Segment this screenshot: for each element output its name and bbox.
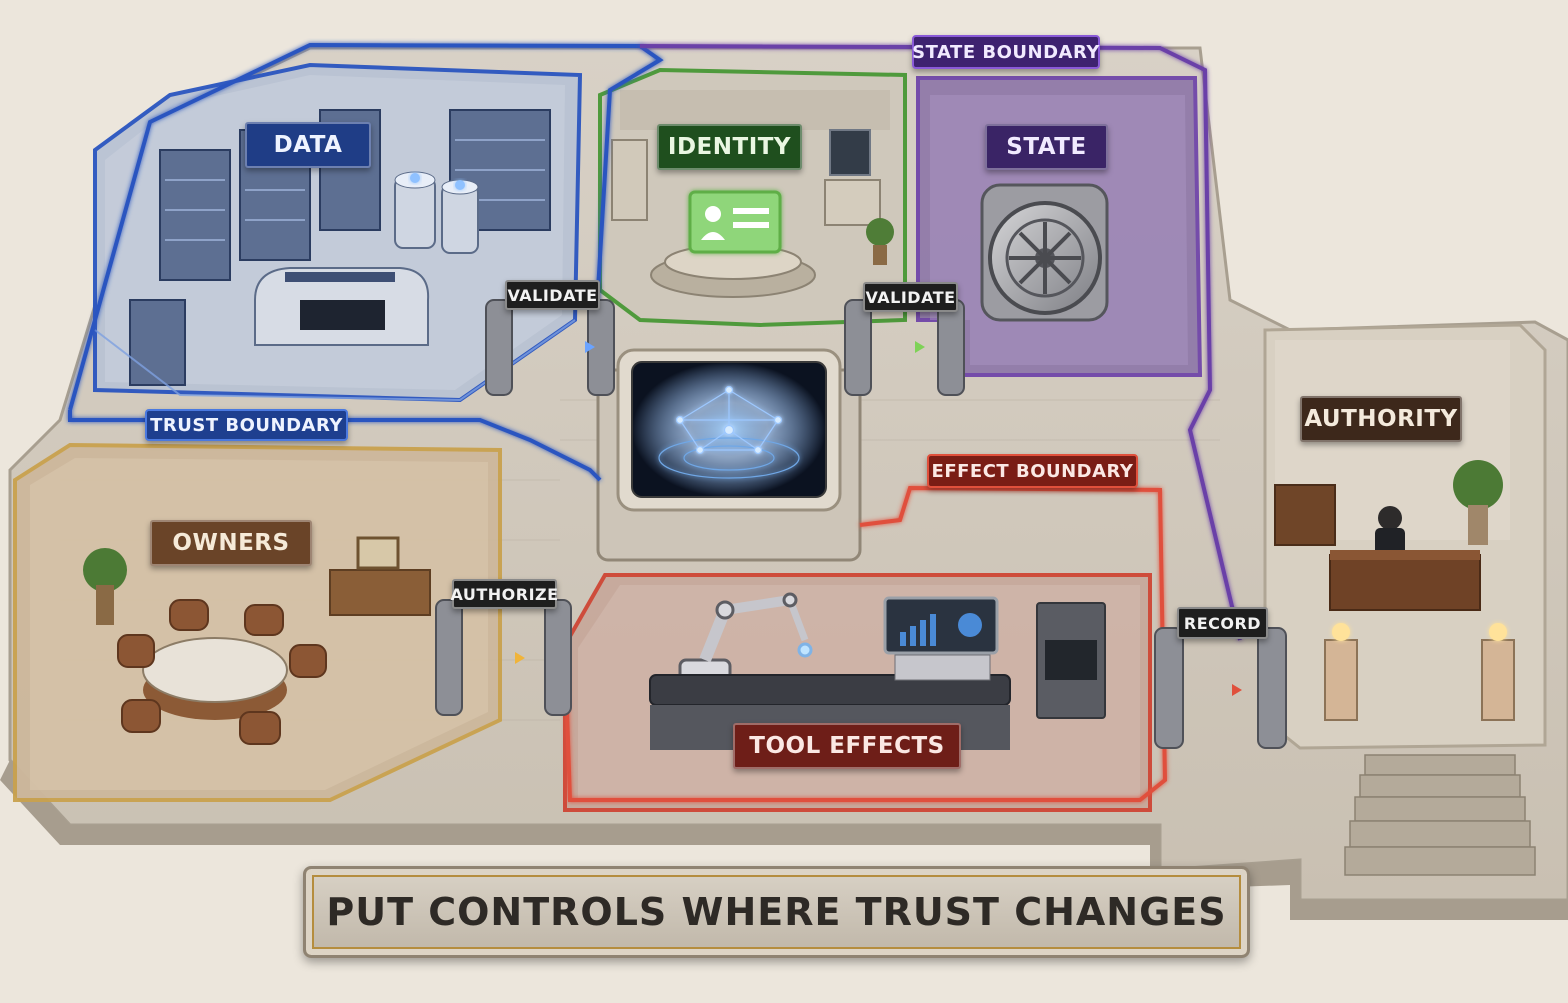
network-graph-icon <box>658 385 800 479</box>
dashboard-monitor-icon <box>883 596 999 681</box>
desk-with-official <box>1329 506 1481 611</box>
vault-icon <box>980 183 1109 322</box>
owners-room <box>13 442 502 802</box>
boundary-label-trust: TRUST BOUNDARY <box>145 409 348 441</box>
gate-record <box>1154 627 1287 749</box>
boundary-label-state: STATE BOUNDARY <box>912 35 1100 69</box>
storage-drums <box>394 171 479 254</box>
room-label-identity: IDENTITY <box>657 124 802 170</box>
central-core <box>596 348 862 562</box>
tool-effects-room <box>563 573 1152 812</box>
meeting-table <box>117 599 327 745</box>
gate-validate-right <box>844 299 965 396</box>
control-console <box>254 267 430 346</box>
room-label-data: DATA <box>245 122 371 168</box>
gate-label-validate-left: VALIDATE <box>505 280 600 310</box>
gate-label-authorize: AUTHORIZE <box>450 579 558 609</box>
gate-validate-left <box>485 299 615 396</box>
room-label-state: STATE <box>985 124 1108 170</box>
gate-label-record: RECORD <box>1177 607 1268 639</box>
plant-icon <box>83 548 127 625</box>
room-label-authority: AUTHORITY <box>1300 396 1462 442</box>
gate-authorize <box>435 599 572 716</box>
id-card-icon <box>688 190 782 254</box>
identity-room <box>598 67 907 328</box>
torch-pillars <box>1324 623 1515 721</box>
room-label-owners: OWNERS <box>150 520 312 566</box>
headline-plaque: PUT CONTROLS WHERE TRUST CHANGES <box>303 866 1250 958</box>
room-label-tool-effects: TOOL EFFECTS <box>733 723 961 769</box>
gate-label-validate-right: VALIDATE <box>863 282 958 312</box>
boundary-label-effect: EFFECT BOUNDARY <box>927 454 1138 488</box>
